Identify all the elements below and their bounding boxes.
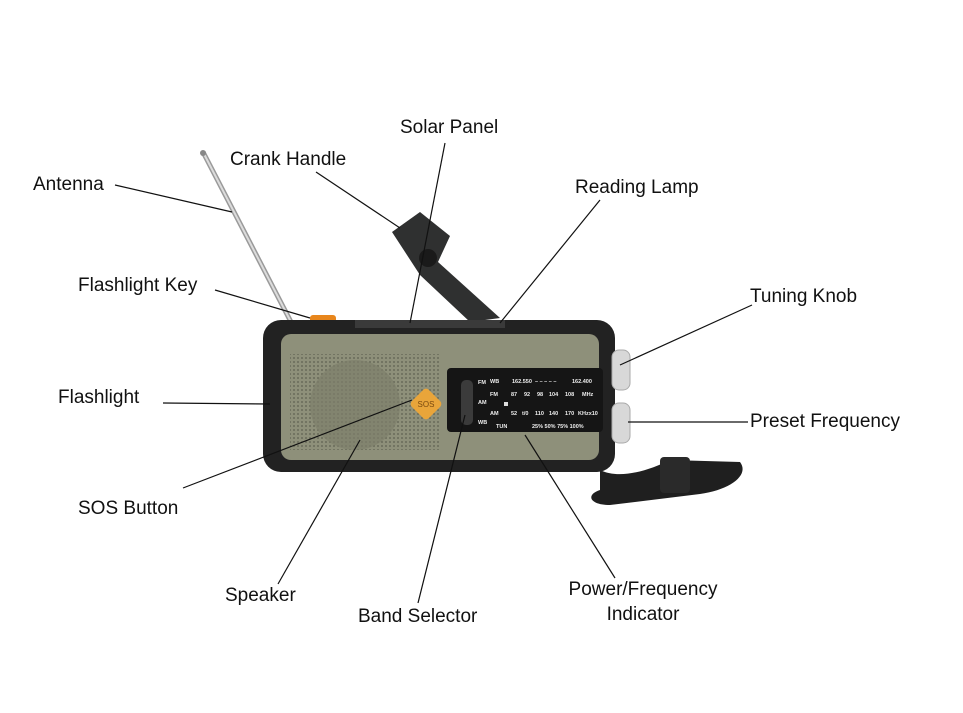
- scale-label: t/0: [522, 411, 528, 417]
- scale-label: 108: [565, 392, 574, 398]
- leader-line-sos: [182, 399, 413, 489]
- tun-label: TUN: [496, 424, 507, 430]
- band-am-label: AM: [478, 400, 487, 406]
- battery-indicator: 25% 50% 75% 100%: [532, 424, 584, 430]
- scale-label: 92: [524, 392, 530, 398]
- leader-line-power: [524, 434, 616, 579]
- frequency-display: FM AM WB WB 162.550 – – – – – 162.400 FM…: [447, 368, 603, 432]
- label-speaker: Speaker: [225, 585, 296, 606]
- label-reading-lamp: Reading Lamp: [575, 177, 699, 198]
- label-band-selector: Band Selector: [358, 606, 478, 627]
- scale-label: 98: [537, 392, 543, 398]
- solar-panel: [355, 320, 505, 328]
- am-row: AM 52 t/0 110 140 170 KHzx10: [490, 411, 598, 417]
- label-preset-frequency: Preset Frequency: [750, 411, 900, 432]
- scale-label: 170: [565, 411, 574, 417]
- scale-label: – – – – –: [535, 379, 556, 385]
- label-solar-panel: Solar Panel: [400, 117, 498, 138]
- band-fm-label: FM: [478, 380, 486, 386]
- scale-label: MHz: [582, 392, 594, 398]
- label-tuning-knob: Tuning Knob: [750, 286, 857, 307]
- scale-label: 52: [511, 411, 517, 417]
- wb-row: WB 162.550 – – – – – 162.400: [490, 379, 592, 385]
- leader-line-flashlight: [162, 402, 271, 405]
- band-selector: [461, 380, 473, 425]
- scale-label: 140: [549, 411, 558, 417]
- sos-button: SOS: [410, 388, 442, 420]
- wrist-strap: [591, 457, 743, 505]
- leader-line-flashlight-key: [214, 289, 311, 319]
- antenna: [200, 150, 294, 324]
- leader-line-lamp: [499, 199, 601, 324]
- label-crank-handle: Crank Handle: [230, 149, 346, 170]
- scale-label: 162.550: [512, 379, 532, 385]
- scale-label: 110: [535, 411, 544, 417]
- label-sos-button: SOS Button: [78, 498, 178, 519]
- scale-label: FM: [490, 392, 498, 398]
- preset-knob: [611, 402, 631, 444]
- tuning-pointer: [504, 402, 508, 406]
- scale-label: AM: [490, 411, 499, 417]
- leader-line-band: [417, 414, 466, 604]
- leader-line-solar: [409, 142, 446, 324]
- leader-line-tuning: [619, 304, 753, 366]
- band-wb-label: WB: [478, 420, 487, 426]
- tuning-knob: [611, 349, 631, 391]
- leader-line-speaker: [277, 439, 361, 585]
- scale-label: 104: [549, 392, 559, 398]
- scale-label: 162.400: [572, 379, 592, 385]
- label-power-frequency: Power/Frequency: [569, 579, 718, 600]
- leader-line-antenna: [114, 184, 233, 213]
- scale-label: 87: [511, 392, 517, 398]
- label-flashlight: Flashlight: [58, 387, 140, 408]
- scale-label: WB: [490, 379, 499, 385]
- label-antenna: Antenna: [33, 174, 104, 195]
- sos-text: SOS: [418, 400, 435, 409]
- label-power-frequency-line2: Indicator: [607, 604, 681, 625]
- scale-label: KHzx10: [578, 411, 598, 417]
- leader-line-crank: [315, 171, 401, 229]
- crank-handle: [392, 212, 500, 322]
- label-flashlight-key: Flashlight Key: [78, 275, 198, 296]
- fm-row: FM 87 92 98 104 108 MHz: [490, 392, 594, 398]
